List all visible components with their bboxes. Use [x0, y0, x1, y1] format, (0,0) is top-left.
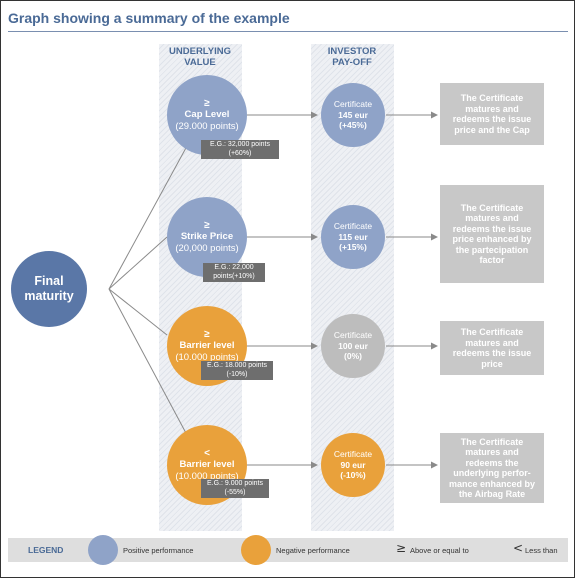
- barrier-above-symbol: ≥: [204, 328, 210, 340]
- cap-payoff-percent: (+45%): [339, 120, 367, 131]
- barrier-above-example-line-2: (-10%): [226, 370, 248, 378]
- legend-label: LEGEND: [28, 545, 64, 555]
- barrier-above-name: Barrier level: [179, 340, 235, 352]
- strike-example-line-2: points(+10%): [213, 272, 255, 280]
- barrier-above-example: E.G.: 18.000 points (-10%): [201, 361, 273, 380]
- branch-line-barrier-below: [108, 288, 188, 436]
- above-or-equal-symbol: ≥: [396, 541, 407, 555]
- strike-payoff-label: Certificate: [333, 221, 373, 232]
- cap-level-name: Cap Level: [184, 109, 230, 121]
- cap-payoff-amount: 145 eur: [338, 109, 368, 120]
- barrier-above-payoff-label: Certificate: [333, 330, 373, 341]
- barrier-above-result-box: The Certificate matures and redeems the …: [440, 321, 544, 375]
- final-maturity-line-2: maturity: [24, 289, 74, 303]
- barrier-below-payoff-amount: 90 eur: [340, 459, 366, 470]
- cap-payoff-label: Certificate: [333, 99, 373, 110]
- underlying-header-line-1: UNDERLYING: [169, 46, 231, 57]
- barrier-below-example-line-2: (-55%): [224, 488, 246, 496]
- barrier-below-payoff-node: Certificate 90 eur (-10%): [321, 433, 385, 497]
- strike-price-symbol: ≥: [204, 219, 210, 231]
- negative-performance-text: Negative performance: [276, 546, 350, 555]
- underlying-value-header: UNDERLYING VALUE: [140, 46, 260, 68]
- barrier-above-example-line-1: E.G.: 18.000 points: [207, 362, 267, 369]
- investor-header-line-1: INVESTOR: [327, 46, 377, 57]
- strike-example-line-1: E.G.: 22,000: [214, 264, 254, 271]
- less-than-symbol: <: [513, 541, 524, 555]
- investor-header-line-2: PAY-OFF: [332, 57, 372, 68]
- cap-payoff-node: Certificate 145 eur (+45%): [321, 83, 385, 147]
- cap-level-points: (29.000 points): [175, 120, 239, 132]
- diagram-title: Graph showing a summary of the example: [8, 10, 290, 26]
- positive-performance-text: Positive performance: [123, 546, 194, 555]
- strike-result-box: The Certificate matures and redeems the …: [440, 185, 544, 283]
- strike-price-name: Strike Price: [180, 231, 234, 243]
- barrier-below-payoff-label: Certificate: [333, 449, 373, 460]
- cap-example-line-2: (+60%): [228, 149, 252, 157]
- negative-performance-swatch: [241, 535, 271, 565]
- barrier-below-example-line-1: E.G.: 9.000 points: [206, 480, 264, 487]
- underlying-header-line-2: VALUE: [184, 57, 216, 68]
- final-maturity-node: Final maturity: [11, 251, 87, 327]
- barrier-below-payoff-percent: (-10%): [340, 470, 366, 481]
- positive-performance-swatch: [88, 535, 118, 565]
- final-maturity-line-1: Final: [34, 274, 64, 288]
- barrier-above-payoff-node: Certificate 100 eur (0%): [321, 314, 385, 378]
- barrier-below-result-box: The Certificate matures and redeems the …: [440, 433, 544, 503]
- barrier-below-symbol: <: [204, 447, 210, 459]
- above-or-equal-text: Above or equal to: [410, 546, 469, 555]
- barrier-below-points: (10.000 points): [175, 470, 239, 482]
- title-divider: [8, 31, 568, 32]
- less-than-text: Less than: [525, 546, 558, 555]
- strike-payoff-percent: (+15%): [339, 242, 367, 253]
- branch-line-barrier-above: [108, 288, 168, 336]
- barrier-above-payoff-amount: 100 eur: [338, 340, 368, 351]
- barrier-below-name: Barrier level: [179, 459, 235, 471]
- branch-line-strike: [108, 236, 168, 290]
- cap-level-example: E.G.: 32,000 points (+60%): [201, 140, 279, 159]
- legend: LEGEND Positive performance Negative per…: [8, 535, 568, 565]
- branch-line-cap: [108, 145, 188, 290]
- strike-price-example: E.G.: 22,000 points(+10%): [203, 263, 265, 282]
- barrier-above-payoff-percent: (0%): [344, 351, 362, 362]
- strike-price-points: (20,000 points): [175, 242, 239, 254]
- strike-payoff-amount: 115 eur: [338, 231, 368, 242]
- cap-level-symbol: ≥: [204, 97, 210, 109]
- barrier-below-example: E.G.: 9.000 points (-55%): [201, 479, 269, 498]
- investor-payoff-header: INVESTOR PAY-OFF: [292, 46, 412, 68]
- cap-example-line-1: E.G.: 32,000 points: [210, 141, 270, 148]
- barrier-above-points: (10.000 points): [175, 351, 239, 363]
- cap-result-box: The Certificate matures and redeems the …: [440, 83, 544, 145]
- strike-payoff-node: Certificate 115 eur (+15%): [321, 205, 385, 269]
